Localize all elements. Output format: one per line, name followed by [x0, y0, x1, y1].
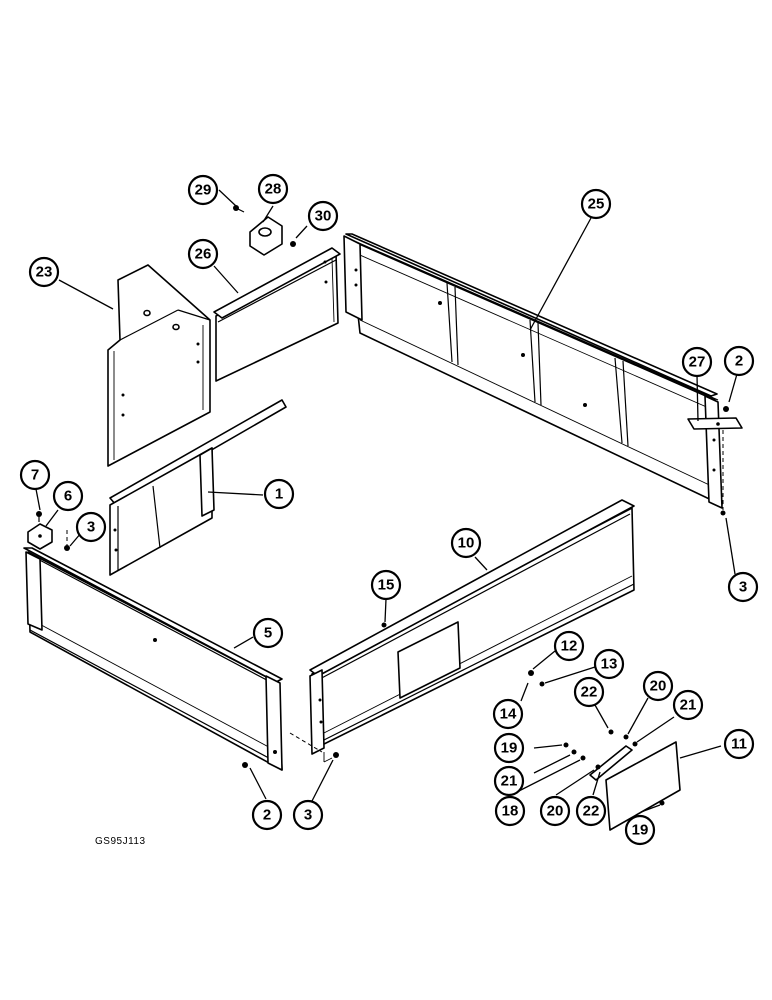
svg-text:10: 10 [458, 535, 475, 552]
hardware-parts-6-7 [27, 511, 70, 551]
callout-20-bottom: 20 [539, 795, 571, 827]
svg-text:12: 12 [561, 638, 578, 655]
hardware-parts-28-29-30 [233, 205, 296, 256]
callout-12: 12 [553, 630, 585, 662]
callout-2-rear: 2 [723, 345, 755, 377]
svg-text:2: 2 [735, 353, 743, 370]
callout-27: 27 [681, 346, 713, 378]
callout-10: 10 [450, 527, 482, 559]
rear-short-panel-part-26 [213, 247, 341, 382]
callout-2-front: 2 [251, 799, 283, 831]
callout-22-top: 22 [573, 676, 605, 708]
svg-text:18: 18 [502, 803, 519, 820]
callout-3-left: 3 [75, 511, 107, 543]
svg-text:6: 6 [64, 488, 72, 505]
callout-22-bottom: 22 [575, 795, 607, 827]
cover-plate-part-11 [528, 670, 681, 831]
svg-text:29: 29 [195, 182, 212, 199]
callout-30: 30 [307, 200, 339, 232]
svg-text:3: 3 [739, 579, 747, 596]
svg-text:3: 3 [304, 807, 312, 824]
callout-3-front: 3 [292, 799, 324, 831]
svg-text:22: 22 [581, 684, 598, 701]
svg-text:5: 5 [264, 625, 272, 642]
svg-text:30: 30 [315, 208, 332, 225]
svg-text:1: 1 [275, 486, 283, 503]
callout-19-bottom: 19 [624, 814, 656, 846]
svg-text:7: 7 [31, 467, 39, 484]
callout-5: 5 [252, 617, 284, 649]
drawing-code: GS95J113 [95, 836, 146, 847]
callout-14: 14 [492, 698, 524, 730]
callout-28: 28 [257, 173, 289, 205]
callout-6: 6 [52, 480, 84, 512]
callout-26: 26 [187, 238, 219, 270]
svg-text:3: 3 [87, 519, 95, 536]
callout-21-right: 21 [672, 689, 704, 721]
rear-long-panel-part-25 [343, 233, 723, 509]
callout-18: 18 [494, 795, 526, 827]
svg-text:23: 23 [36, 264, 53, 281]
svg-text:21: 21 [501, 773, 518, 790]
svg-text:11: 11 [731, 736, 747, 753]
callout-21-left: 21 [493, 765, 525, 797]
callout-29: 29 [187, 174, 219, 206]
right-front-panel-part-10 [289, 499, 635, 763]
callout-23: 23 [28, 256, 60, 288]
svg-text:22: 22 [583, 803, 600, 820]
svg-text:27: 27 [689, 354, 706, 371]
svg-text:28: 28 [265, 181, 282, 198]
leader-lines [35, 189, 738, 813]
callouts: 29 28 30 25 26 23 27 2 1 7 6 3 3 10 15 5… [19, 173, 759, 846]
svg-text:13: 13 [601, 656, 618, 673]
svg-text:14: 14 [500, 706, 517, 723]
callout-19-left: 19 [493, 732, 525, 764]
callout-15: 15 [370, 569, 402, 601]
svg-text:26: 26 [195, 246, 212, 263]
callout-7: 7 [19, 459, 51, 491]
callout-3-right: 3 [727, 571, 759, 603]
callout-11: 11 [723, 728, 755, 760]
svg-text:19: 19 [632, 822, 649, 839]
callout-20-top: 20 [642, 670, 674, 702]
svg-text:2: 2 [263, 807, 271, 824]
svg-text:21: 21 [680, 697, 697, 714]
callout-13: 13 [593, 648, 625, 680]
center-support-part-1 [109, 399, 287, 576]
left-front-panel-part-5 [23, 547, 283, 771]
bracket-part-27 [687, 406, 743, 516]
side-shield-part-23 [107, 264, 211, 467]
svg-text:20: 20 [650, 678, 667, 695]
svg-text:20: 20 [547, 803, 564, 820]
callout-25: 25 [580, 188, 612, 220]
svg-text:19: 19 [501, 740, 518, 757]
svg-text:25: 25 [588, 196, 605, 213]
callout-1: 1 [263, 478, 295, 510]
svg-text:15: 15 [378, 577, 395, 594]
